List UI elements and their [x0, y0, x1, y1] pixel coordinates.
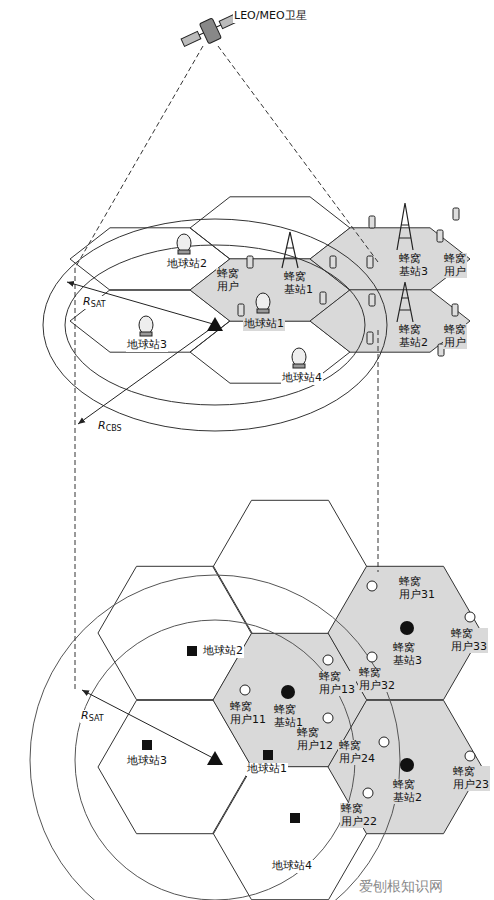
station-label: 地球站3 — [126, 339, 168, 352]
user-label: 蜂窝用户 — [216, 268, 240, 293]
phone-icon — [369, 216, 375, 228]
phone-icon — [369, 294, 375, 306]
radius-label: RCBS — [97, 420, 123, 433]
user-label: 蜂窝用户12 — [296, 727, 334, 752]
user-label: 蜂窝用户33 — [450, 628, 488, 653]
user-label: 蜂窝用户 — [443, 253, 467, 278]
base-label: 蜂窝基站3 — [398, 253, 429, 278]
phone-icon — [437, 230, 443, 242]
user-label: 蜂窝用户23 — [452, 766, 490, 791]
station-label: 地球站2 — [166, 258, 208, 271]
phone-icon — [367, 256, 373, 268]
base-label: 蜂窝基站1 — [283, 271, 314, 296]
user-label: 蜂窝用户 — [443, 324, 467, 349]
base-label: 蜂窝基站1 — [273, 704, 304, 729]
phone-icon — [320, 292, 326, 304]
radius-label: RSAT — [80, 710, 105, 723]
user-label: 蜂窝用户11 — [229, 701, 267, 726]
phone-icon — [238, 304, 244, 316]
cell-hexagon — [328, 700, 482, 833]
phone-icon — [330, 256, 336, 268]
station-label: 地球站1 — [246, 763, 288, 776]
cell-hexagon — [310, 228, 470, 290]
user-label: 蜂窝用户31 — [398, 576, 436, 601]
station-label: 地球站1 — [243, 318, 285, 331]
user-label: 蜂窝用户24 — [338, 740, 376, 765]
phone-icon — [452, 304, 458, 316]
user-label: 蜂窝用户32 — [358, 667, 396, 692]
phone-icon — [367, 332, 373, 344]
base-label: 蜂窝基站3 — [392, 642, 423, 667]
base-label: 蜂窝基站2 — [392, 779, 423, 804]
watermark: 爱刨根知识网 — [358, 878, 444, 894]
cell-hexagon — [310, 290, 470, 352]
radius-label: RSAT — [82, 296, 107, 309]
station-label: 地球站3 — [126, 755, 168, 768]
user-label: 蜂窝用户22 — [340, 803, 378, 828]
user-label: 蜂窝用户13 — [318, 671, 356, 696]
station-label: 地球站2 — [202, 645, 244, 658]
satellite-label: LEO/MEO卫星 — [233, 10, 308, 23]
station-label: 地球站4 — [271, 860, 313, 873]
phone-icon — [247, 256, 253, 268]
phone-icon — [453, 208, 459, 220]
base-label: 蜂窝基站2 — [398, 324, 429, 349]
station-label: 地球站4 — [281, 372, 323, 385]
